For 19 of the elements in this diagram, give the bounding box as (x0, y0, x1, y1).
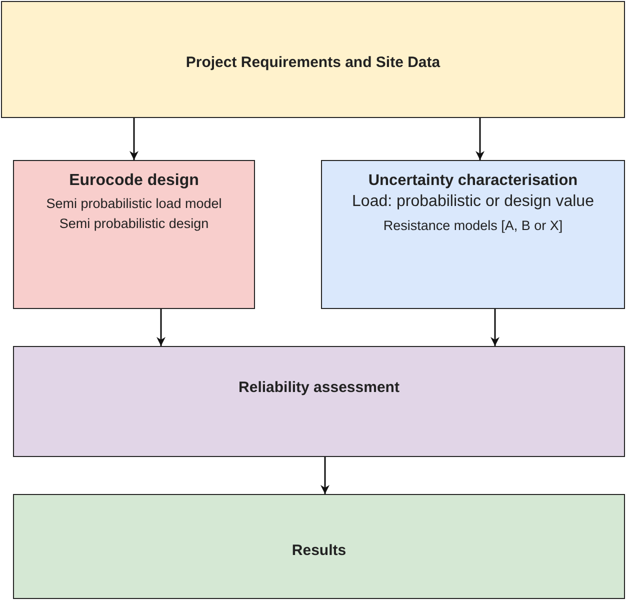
box-title: Reliability assessment (238, 378, 400, 398)
box-text: Semi probabilistic design (59, 215, 209, 233)
arrow (320, 457, 330, 494)
box-text: Load: probabilistic or design value (352, 192, 594, 212)
process-box (13, 494, 625, 599)
process-box (13, 346, 625, 457)
box-title: Uncertainty characterisation (368, 171, 578, 191)
process-box (321, 160, 625, 309)
box-text: Resistance models [A, B or X] (383, 216, 563, 234)
box-title: Eurocode design (69, 171, 199, 191)
box-text: Semi probabilistic load model (46, 194, 222, 212)
process-box (1, 1, 625, 118)
arrow (490, 309, 500, 346)
box-title: Results (292, 541, 346, 560)
arrow (156, 309, 166, 346)
arrow (130, 118, 138, 160)
process-box (13, 160, 255, 309)
arrow (476, 118, 484, 160)
box-title: Project Requirements and Site Data (186, 53, 440, 72)
